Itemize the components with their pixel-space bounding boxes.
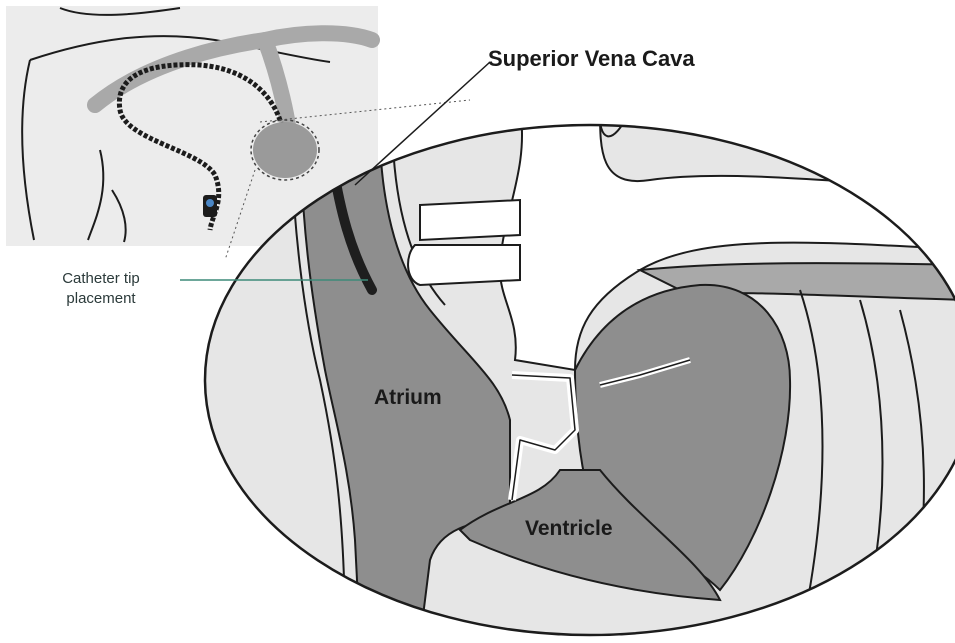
label-atrium: Atrium [374,386,442,410]
pulmonary-vein-left [408,245,520,285]
label-ventricle: Ventricle [525,517,613,541]
label-superior-vena-cava: Superior Vena Cava [488,46,695,72]
catheter-entry-region [253,122,317,178]
label-catheter-tip-line2: placement [26,289,176,309]
aortic-branch-2 [668,110,700,133]
catheter-clamp-icon [206,199,214,207]
pulmonary-artery-left [420,200,520,240]
label-catheter-tip-line1: Catheter tip [26,269,176,289]
label-catheter-tip-placement: Catheter tip placement [26,269,176,309]
